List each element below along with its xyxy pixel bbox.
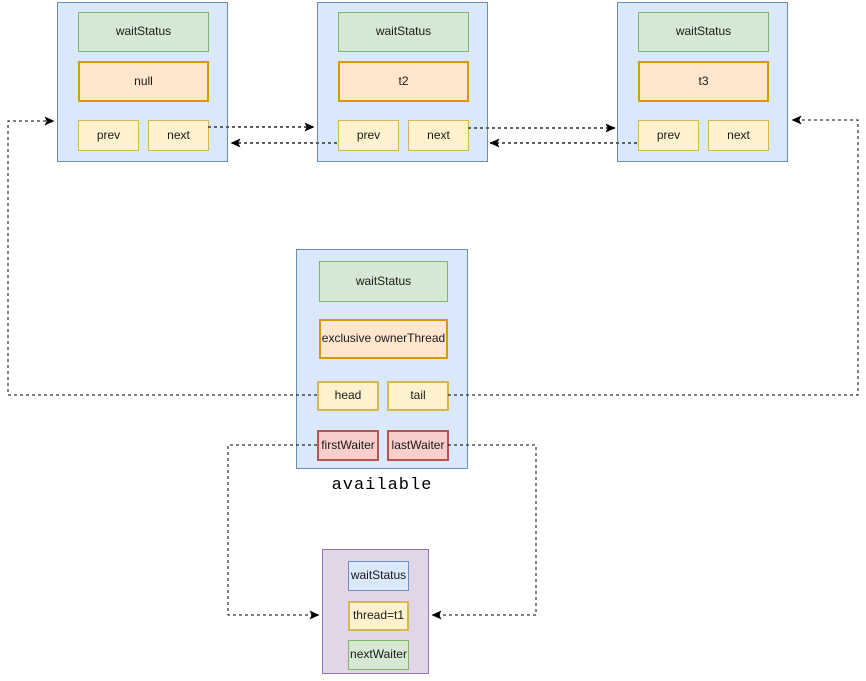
- condition-wait-status: waitStatus: [348, 561, 409, 591]
- last-waiter-pointer-arrow: [431, 444, 537, 620]
- sync-head-field: head: [317, 381, 379, 411]
- sync-first-waiter-field: firstWaiter: [317, 430, 379, 461]
- queue-node-1-next-field: next: [148, 120, 209, 151]
- queue-node-3-prev-field: prev: [638, 120, 699, 151]
- sync-tail-field: tail: [387, 381, 449, 411]
- queue-node-3-wait-status: waitStatus: [638, 12, 769, 52]
- queue-node-1: waitStatus null prev next: [57, 2, 228, 162]
- sync-last-waiter-field: lastWaiter: [387, 430, 449, 461]
- first-waiter-pointer-arrow: [227, 444, 320, 620]
- sync-wait-status: waitStatus: [319, 261, 448, 302]
- sync-object: waitStatus exclusive ownerThread head ta…: [296, 249, 468, 469]
- queue-node-3-next-field: next: [708, 120, 769, 151]
- condition-node: waitStatus thread=t1 nextWaiter: [322, 549, 429, 674]
- queue-node-1-thread-value: null: [78, 61, 209, 102]
- sync-object-caption: available: [331, 475, 433, 495]
- queue-node-3-thread-value: t3: [638, 61, 769, 102]
- queue-node-2-next-field: next: [408, 120, 469, 151]
- condition-next-waiter-field: nextWaiter: [348, 640, 409, 670]
- queue-node-2: waitStatus t2 prev next: [317, 2, 488, 162]
- queue-node-2-thread-value: t2: [338, 61, 469, 102]
- queue-node-3: waitStatus t3 prev next: [617, 2, 788, 162]
- head-pointer-arrow: [7, 116, 317, 396]
- sync-owner-thread-field: exclusive ownerThread: [319, 319, 448, 359]
- condition-thread-field: thread=t1: [348, 601, 409, 631]
- queue-node-1-prev-field: prev: [78, 120, 139, 151]
- queue-node-2-prev-field: prev: [338, 120, 399, 151]
- queue-node-2-wait-status: waitStatus: [338, 12, 469, 52]
- queue-node-1-wait-status: waitStatus: [78, 12, 209, 52]
